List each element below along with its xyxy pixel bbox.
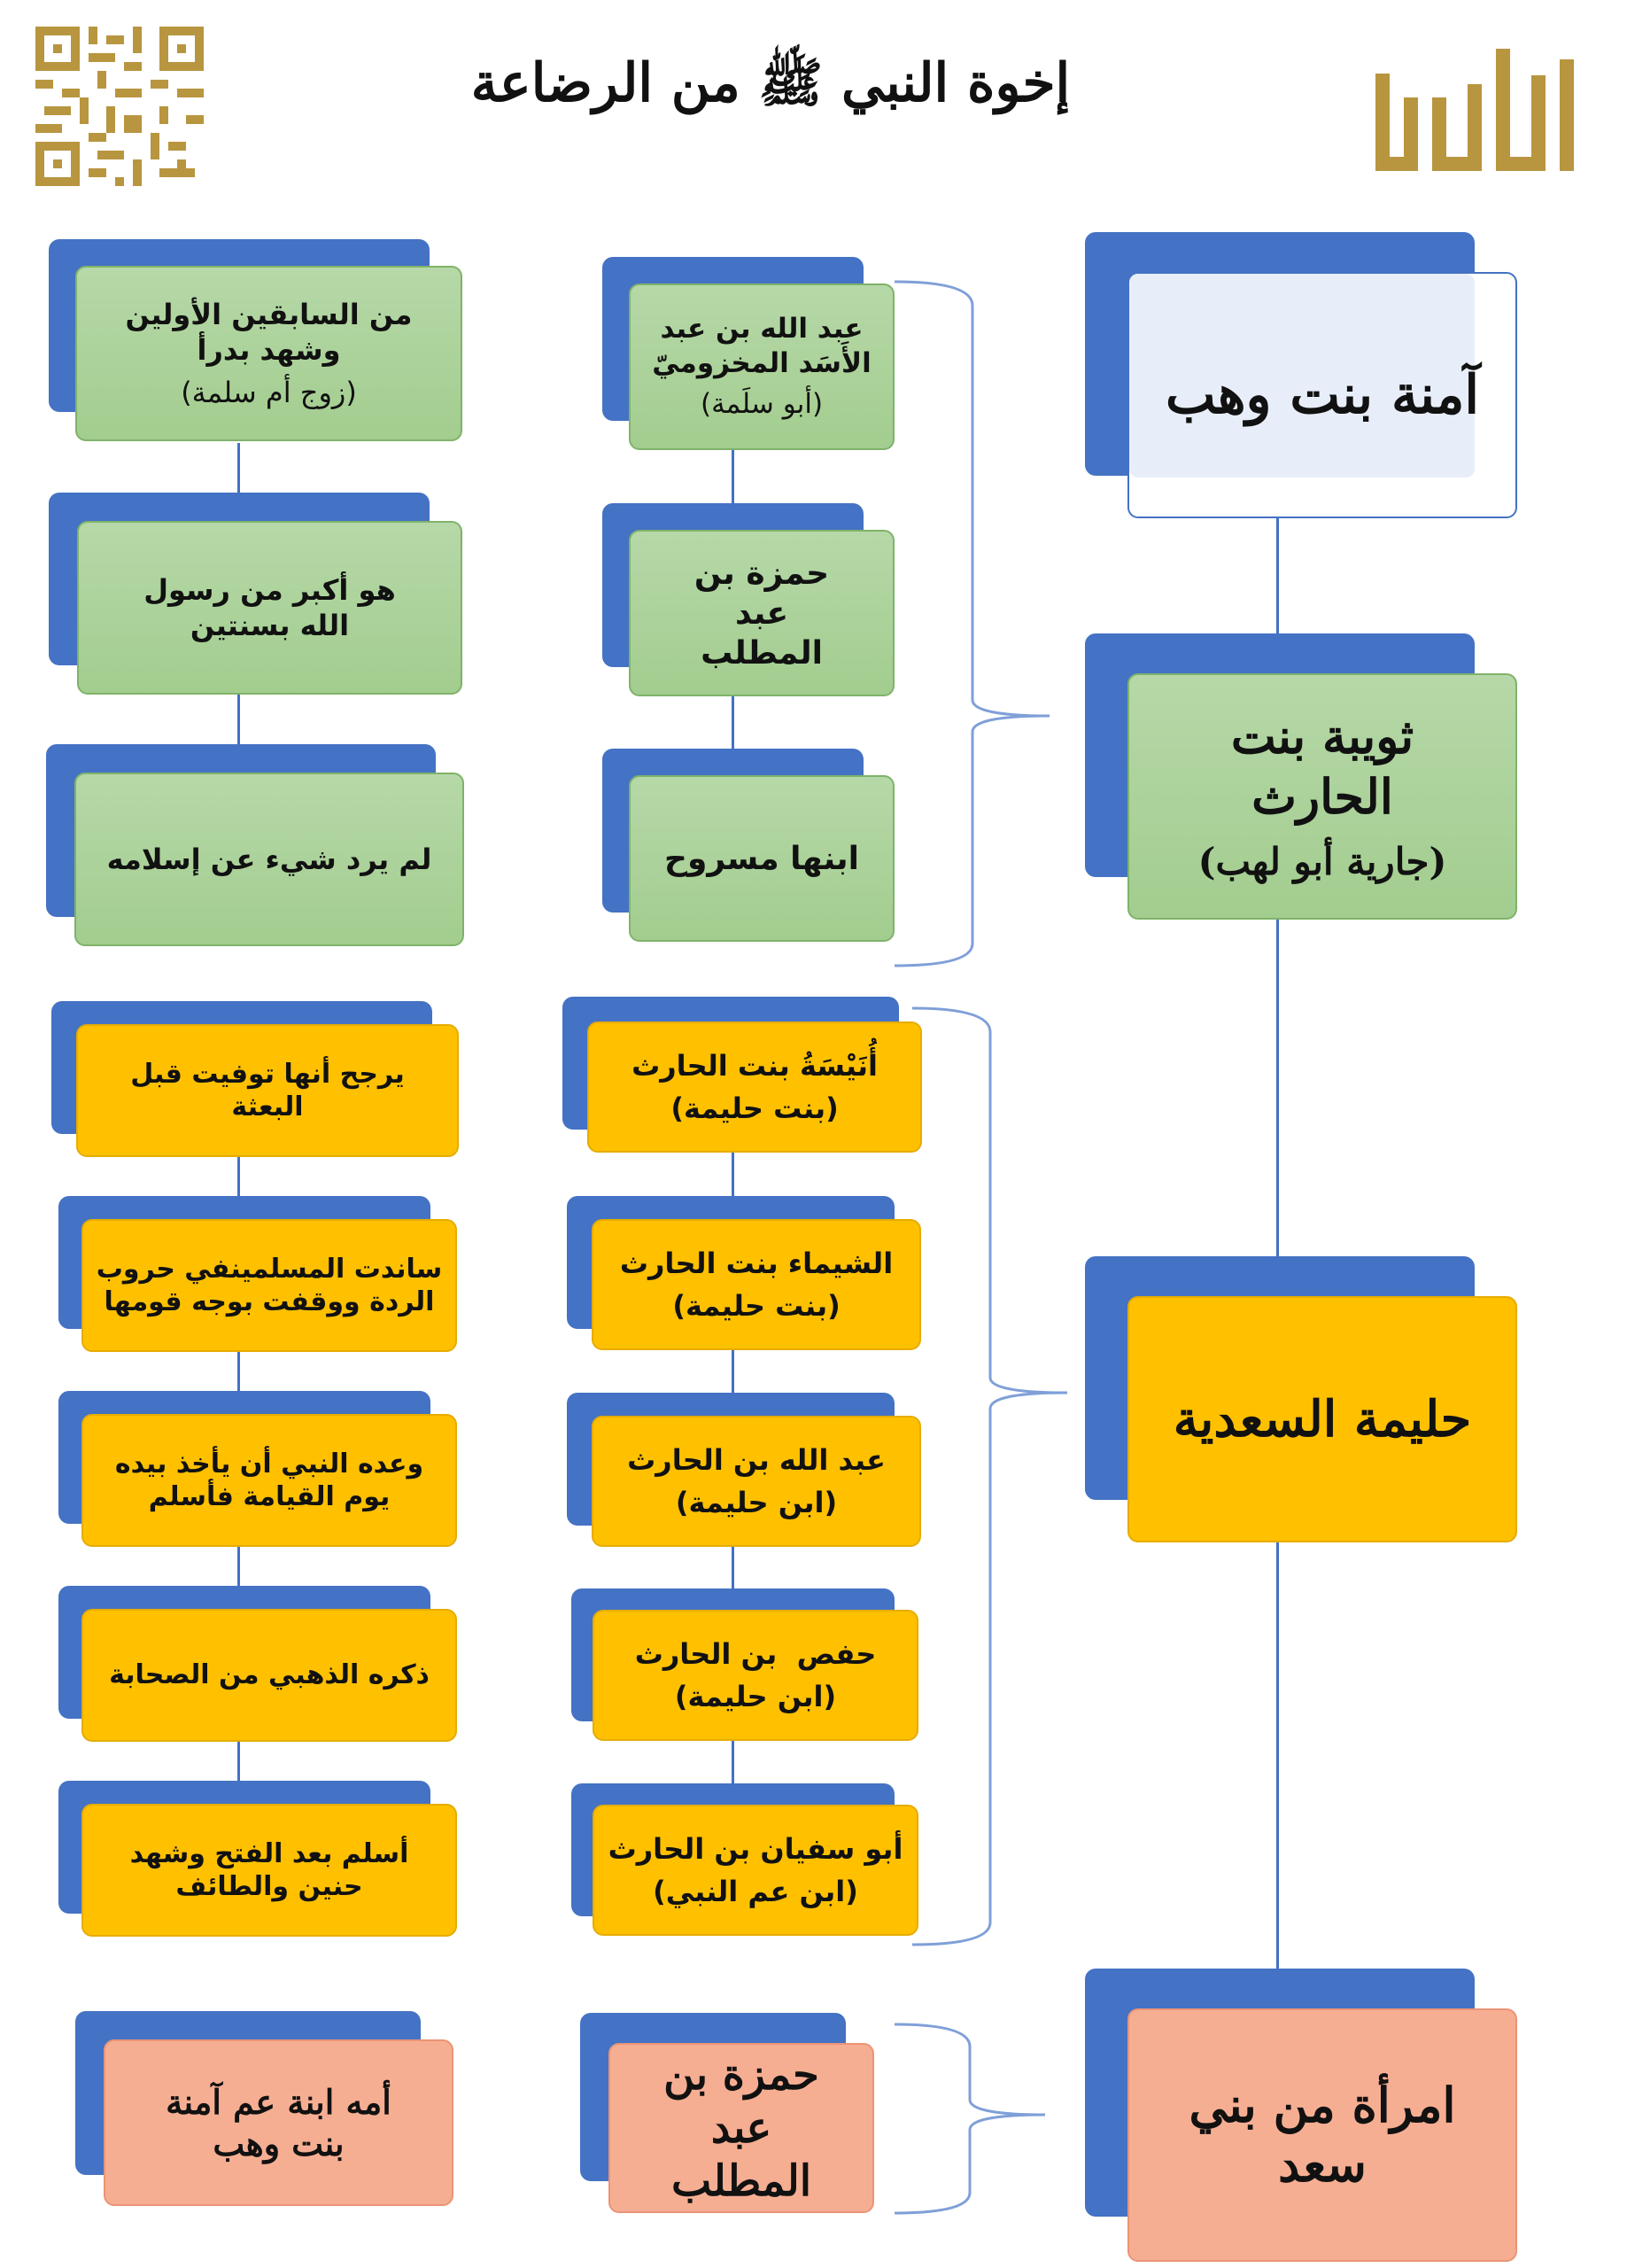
halima-child-3: حفص بن الحارث (ابن حليمة)	[571, 1588, 926, 1746]
note-text: وعده النبي أن يأخذ بيده يوم القيامة فأسل…	[114, 1448, 424, 1513]
child-name: حمزة بن عبد المطلب	[663, 2050, 819, 2206]
child-name: عبد الله بن عبد الأَسَد المخزوميّ	[652, 312, 872, 379]
mother-card-bani-saad: امرأة من بني سعد	[1085, 1969, 1519, 2265]
mother-card-halima: حليمة السعدية	[1085, 1256, 1519, 1544]
thuwayba-name: ثويبة بنت الحارث	[1230, 708, 1414, 825]
halima-child-2: عبد الله بن الحارث (ابن حليمة)	[567, 1393, 926, 1550]
child-name: أُنَيْسَةُ بنت الحارث	[631, 1049, 878, 1083]
thuwayba-note-0: من السابقين الأولين وشهد بدرأ (زوج أم سل…	[49, 239, 465, 443]
page-title: إخوة النبي ﷺ من الرضاعة	[470, 51, 1071, 114]
note-text: من السابقين الأولين وشهد بدرأ	[125, 298, 413, 367]
thuwayba-note-1: هو أكبر من رسول الله بسنتين	[49, 493, 465, 696]
child-sub: (بنت حليمة)	[670, 1091, 839, 1125]
child-sub: (ابن عم النبي)	[653, 1875, 858, 1908]
child-name: حمزة بن عبد المطلب	[693, 555, 830, 672]
halima-note-1: ساندت المسلمينفي حروب الردة ووقفت بوجه ق…	[58, 1196, 461, 1355]
halima-child-4: أبو سفيان بن الحارث (ابن عم النبي)	[571, 1783, 926, 1941]
child-name: عبد الله بن الحارث	[627, 1443, 886, 1477]
note-sub: (زوج أم سلمة)	[181, 376, 357, 409]
child-sub: (ابن حليمة)	[674, 1680, 837, 1713]
halima-note-3: ذكره الذهبي من الصحابة	[58, 1586, 461, 1745]
halima-child-1: الشيماء بنت الحارث (بنت حليمة)	[567, 1196, 926, 1354]
bani-saad-note-0: أمه ابنة عم آمنة بنت وهب	[75, 2011, 456, 2210]
mother-card-thuwayba: ثويبة بنت الحارث (جارية أبو لهب)	[1085, 633, 1519, 921]
note-text: هو أكبر من رسول الله بسنتين	[143, 573, 396, 642]
logo-mark-icon	[1375, 49, 1574, 171]
halima-child-0: أُنَيْسَةُ بنت الحارث (بنت حليمة)	[562, 997, 926, 1154]
thuwayba-note: (جارية أبو لهب)	[1197, 840, 1447, 884]
thuwayba-child-0: عبد الله بن عبد الأَسَد المخزوميّ (أبو س…	[602, 257, 899, 452]
qr-code-icon	[35, 27, 204, 186]
child-sub: (أبو سلَمة)	[700, 388, 824, 421]
site-logo	[1368, 49, 1581, 177]
halima-note-2: وعده النبي أن يأخذ بيده يوم القيامة فأسل…	[58, 1391, 461, 1550]
child-sub: (بنت حليمة)	[672, 1289, 841, 1323]
bani-saad-label: امرأة من بني سعد	[1189, 2076, 1456, 2194]
note-text: لم يرد شيء عن إسلامه	[106, 843, 432, 876]
halima-note-0: يرجح أنها توفيت قبل البعثة	[51, 1001, 463, 1161]
amina-label: آمنة بنت وهب	[1165, 363, 1480, 426]
thuwayba-note-2: لم يرد شيء عن إسلامه	[46, 744, 467, 948]
note-text: ذكره الذهبي من الصحابة	[109, 1659, 430, 1691]
thuwayba-child-2: ابنها مسروح	[602, 749, 899, 944]
child-sub: (ابن حليمة)	[675, 1486, 838, 1519]
child-name: الشيماء بنت الحارث	[619, 1247, 894, 1280]
note-text: أسلم بعد الفتح وشهد حنين والطائف	[129, 1837, 409, 1903]
child-name: حفص بن الحارث	[634, 1637, 877, 1671]
child-name: أبو سفيان بن الحارث	[608, 1832, 903, 1866]
mother-card-amina: آمنة بنت وهب	[1085, 232, 1519, 520]
halima-label: حليمة السعدية	[1173, 1390, 1472, 1449]
spine-connector	[1276, 518, 1279, 1971]
child-name: ابنها مسروح	[664, 840, 860, 877]
note-text: أمه ابنة عم آمنة بنت وهب	[166, 2081, 391, 2164]
bani-saad-child-0: حمزة بن عبد المطلب	[580, 2013, 881, 2217]
thuwayba-child-1: حمزة بن عبد المطلب	[602, 503, 899, 698]
halima-note-4: أسلم بعد الفتح وشهد حنين والطائف	[58, 1781, 461, 1940]
note-text: ساندت المسلمينفي حروب الردة ووقفت بوجه ق…	[96, 1253, 443, 1318]
note-text: يرجح أنها توفيت قبل البعثة	[130, 1058, 405, 1123]
